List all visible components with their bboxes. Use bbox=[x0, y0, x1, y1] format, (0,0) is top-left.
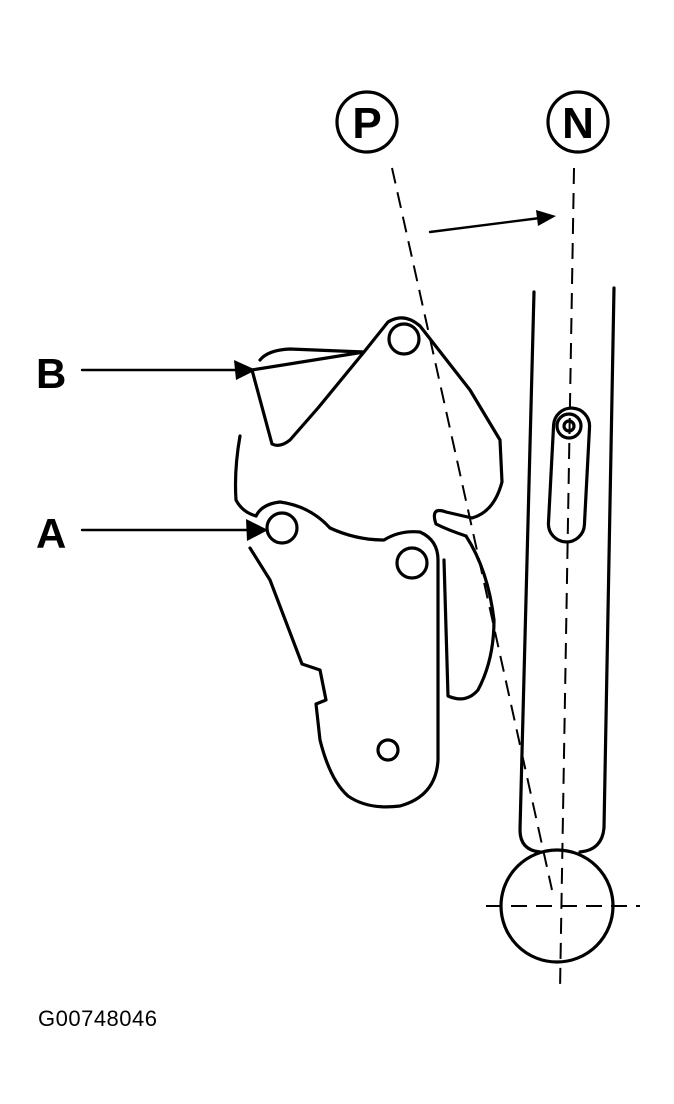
p-position-centerline bbox=[391, 167, 553, 891]
n-position-centerline bbox=[559, 167, 575, 991]
lower-plate-a bbox=[248, 500, 496, 809]
position-n-marker: N bbox=[546, 90, 610, 154]
label-b: B bbox=[36, 350, 66, 397]
upper-plate-b bbox=[233, 316, 504, 538]
figure-id: G00748046 bbox=[38, 1006, 158, 1031]
position-p-marker: P bbox=[335, 90, 399, 154]
shift-direction-arrow bbox=[428, 210, 556, 234]
label-a: A bbox=[36, 510, 66, 557]
position-p-label: P bbox=[352, 99, 381, 148]
label-b-callout: B bbox=[36, 350, 256, 397]
shift-lever bbox=[499, 286, 616, 964]
label-a-callout: A bbox=[36, 510, 268, 557]
position-n-label: N bbox=[562, 99, 594, 148]
